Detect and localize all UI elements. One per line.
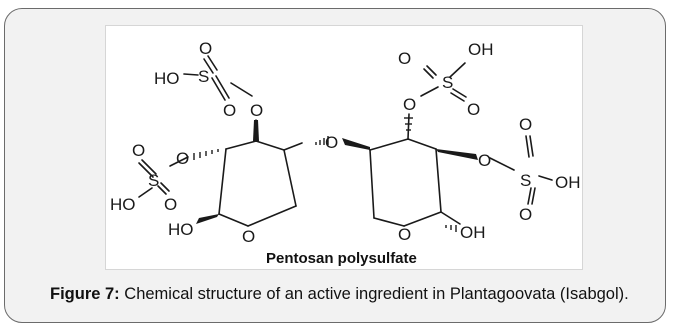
atom-hydroxyl: HO [154,69,180,88]
atom-oxygen: O [398,49,411,68]
atom-oxygen: O [250,101,263,120]
atom-sulfur: S [442,73,453,92]
atom-oxygen: O [467,100,480,119]
caption-text: Chemical structure of an active ingredie… [119,285,629,303]
atom-oxygen: O [199,39,212,58]
atom-sulfur: S [148,171,159,190]
atom-hydroxyl: OH [468,40,494,59]
atom-hydroxyl: HO [168,220,194,239]
figure-caption: Figure 7: Chemical structure of an activ… [50,284,657,305]
atom-hydroxyl: OH [555,173,581,192]
atom-oxygen: O [478,151,491,170]
structure-drawing: O HO S O O O O S O HO HO O O O OH S O O … [110,39,581,267]
structure-name: Pentosan polysulfate [266,250,417,267]
atom-sulfur: S [520,171,531,190]
chemical-structure-image: O HO S O O O O S O HO HO O O O OH S O O … [105,25,583,270]
atom-oxygen: O [223,101,236,120]
figure-container: O HO S O O O O S O HO HO O O O OH S O O … [4,8,666,323]
caption-label: Figure 7: [50,285,120,303]
atom-oxygen: O [519,205,532,224]
atom-sulfur: S [198,67,209,86]
atom-oxygen: O [176,149,189,168]
atom-hydroxyl: HO [110,195,136,214]
atom-oxygen: O [242,227,255,246]
atom-oxygen: O [132,141,145,160]
atom-oxygen: O [164,195,177,214]
atom-hydroxyl: OH [460,223,486,242]
atom-oxygen: O [325,133,338,152]
atom-oxygen: O [519,115,532,134]
atom-oxygen: O [398,225,411,244]
atom-oxygen: O [403,95,416,114]
